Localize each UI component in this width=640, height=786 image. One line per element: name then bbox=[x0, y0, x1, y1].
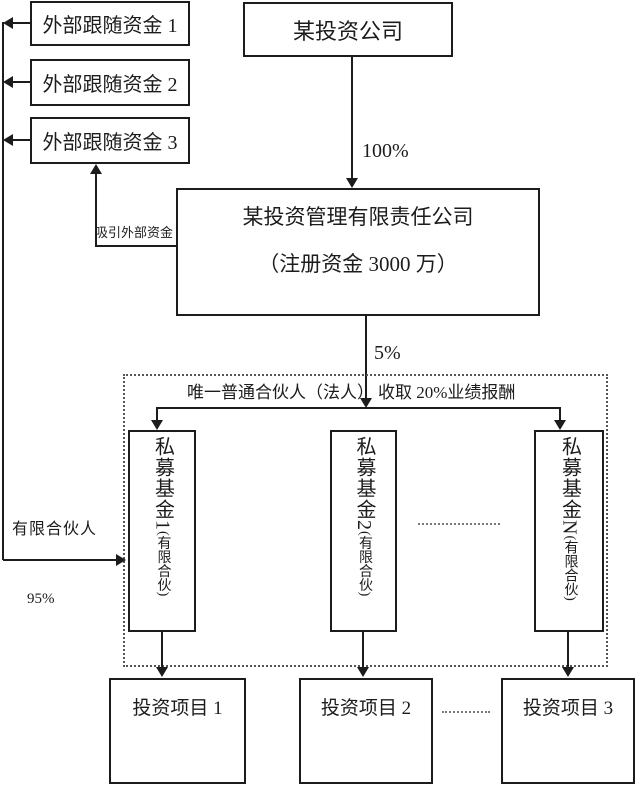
external-fund-label-2: 外部跟随资金 2 bbox=[42, 74, 178, 96]
external-fund-box-3: 外部跟随资金 3 bbox=[30, 117, 190, 164]
registered-capital-label: （注册资金 3000 万） bbox=[258, 252, 458, 276]
arrow-line-project-3 bbox=[567, 632, 569, 668]
arrowhead-project-1 bbox=[156, 667, 168, 677]
partnership-group-box bbox=[123, 374, 608, 667]
investment-company-box: 某投资公司 bbox=[243, 2, 453, 57]
limited-partner-arrow-line bbox=[3, 559, 117, 561]
arrowhead-project-3 bbox=[562, 667, 574, 677]
fund-box-n: 私募基金N(有限合伙) bbox=[534, 430, 604, 632]
management-company-box: 某投资管理有限责任公司 （注册资金 3000 万） bbox=[176, 188, 540, 316]
arrowhead-project-2 bbox=[357, 667, 369, 677]
external-fund-box-2: 外部跟随资金 2 bbox=[30, 59, 190, 106]
lp-percentage-label: 95% bbox=[27, 591, 55, 607]
attract-funds-label: 吸引外部资金 bbox=[95, 225, 174, 240]
fund-2-type: (有限合伙) bbox=[357, 531, 372, 597]
project-box-3: 投资项目 3 bbox=[501, 678, 635, 784]
ownership-percentage-label: 100% bbox=[362, 140, 409, 162]
arrow-line-5pct bbox=[365, 316, 367, 399]
arrowhead-attract-funds bbox=[90, 164, 102, 174]
attract-funds-hline bbox=[95, 245, 176, 247]
ellipsis-dots-projects bbox=[442, 711, 490, 713]
fund-1-text: 私募基金1(有限合伙) bbox=[151, 432, 174, 597]
external-fund-label-3: 外部跟随资金 3 bbox=[42, 132, 178, 154]
arrowhead-limited-partner bbox=[116, 554, 126, 566]
drop-line-fund-1 bbox=[156, 408, 158, 421]
arrowhead-5pct bbox=[360, 398, 372, 408]
external-fund-box-1: 外部跟随资金 1 bbox=[30, 1, 190, 46]
arrowhead-100pct bbox=[346, 178, 358, 188]
fund-2-name: 私募基金2 bbox=[353, 436, 375, 531]
arrowhead-external-fund-1 bbox=[3, 17, 13, 29]
arrow-line-100pct bbox=[351, 57, 353, 178]
arrowhead-fund-1 bbox=[151, 420, 163, 430]
project-label-2: 投资项目 2 bbox=[320, 698, 412, 719]
fund-n-text: 私募基金N(有限合伙) bbox=[558, 432, 581, 601]
fund-2-text: 私募基金2(有限合伙) bbox=[353, 432, 375, 597]
fund-n-name: 私募基金N bbox=[558, 436, 581, 536]
investment-company-label: 某投资公司 bbox=[292, 18, 403, 44]
ellipsis-dots-funds bbox=[418, 523, 500, 525]
limited-partner-label: 有限合伙人 bbox=[12, 521, 98, 538]
drop-line-fund-n bbox=[559, 408, 561, 421]
project-box-2: 投资项目 2 bbox=[299, 678, 433, 784]
project-box-1: 投资项目 1 bbox=[109, 678, 246, 784]
fund-n-type: (有限合伙) bbox=[562, 535, 578, 601]
arrow-line-external-fund-1 bbox=[11, 22, 30, 24]
attract-funds-vline bbox=[95, 173, 97, 247]
fund-1-name: 私募基金1 bbox=[151, 436, 174, 531]
general-partner-label: 唯一普通合伙人（法人） bbox=[187, 383, 374, 402]
arrowhead-external-fund-3 bbox=[3, 134, 13, 146]
arrow-line-external-fund-2 bbox=[11, 81, 30, 83]
left-trunk-line bbox=[2, 22, 4, 560]
arrow-line-project-2 bbox=[362, 632, 364, 668]
arrowhead-external-fund-2 bbox=[3, 76, 13, 88]
project-label-3: 投资项目 3 bbox=[522, 698, 614, 719]
fund-box-1: 私募基金1(有限合伙) bbox=[128, 430, 196, 632]
arrow-line-external-fund-3 bbox=[11, 139, 30, 141]
management-company-name: 某投资管理有限责任公司 bbox=[242, 205, 474, 229]
arrowhead-fund-n bbox=[554, 420, 566, 430]
fund-1-type: (有限合伙) bbox=[155, 531, 171, 597]
project-label-1: 投资项目 1 bbox=[132, 698, 223, 719]
arrow-line-project-1 bbox=[161, 632, 163, 668]
fund-box-2: 私募基金2(有限合伙) bbox=[330, 430, 397, 632]
external-fund-label-1: 外部跟随资金 1 bbox=[42, 15, 178, 37]
gp-connector-hline bbox=[156, 407, 561, 409]
gp-percentage-label: 5% bbox=[374, 342, 401, 364]
performance-fee-label: 收取 20%业绩报酬 bbox=[378, 383, 516, 402]
